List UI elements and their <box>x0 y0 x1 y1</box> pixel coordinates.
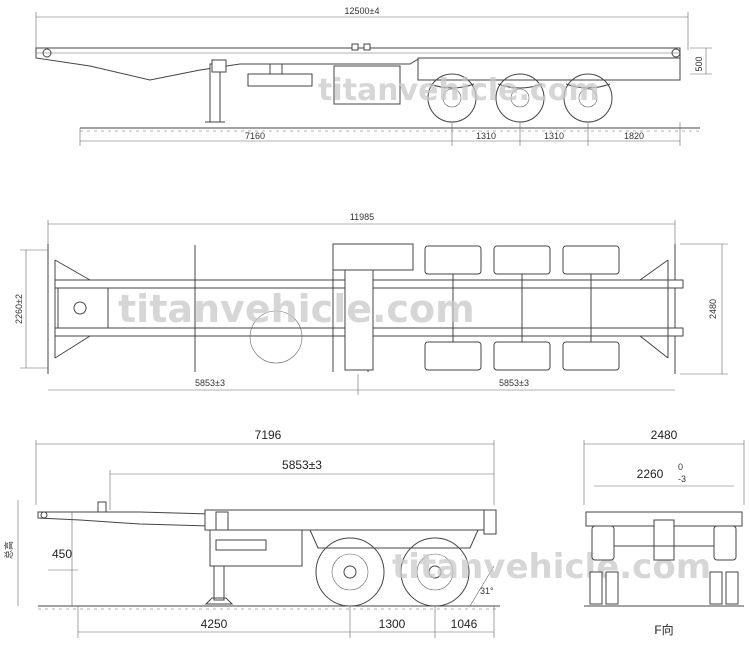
overall-length-label: 12500±4 <box>345 6 380 16</box>
plan-view: 11985 <box>14 212 728 395</box>
plan-width-label: 2480 <box>708 299 718 319</box>
dim-7160: 7160 <box>245 131 265 141</box>
bottom-pitch-label: 5853±3 <box>282 458 322 472</box>
watermark-top: titanvehicle.com <box>318 73 600 108</box>
bottom-dim-4250: 4250 <box>201 617 228 631</box>
watermark-plan: titanvehicle.com <box>118 287 475 331</box>
bottom-height-label: 总高 <box>3 541 14 559</box>
front-inner-width-tol-upper: 0 <box>678 462 683 472</box>
front-inner-width-label: 2260 <box>637 467 664 481</box>
front-view: 2480 2260 0 -3 F向 <box>583 428 745 637</box>
bottom-dim-1300: 1300 <box>379 617 406 631</box>
bottom-dim-1046: 1046 <box>451 617 478 631</box>
bottom-length-label: 7196 <box>255 428 282 442</box>
plan-inner-width-label: 2260±2 <box>14 294 24 324</box>
height-label: 500 <box>694 56 704 71</box>
plan-left-pitch-label: 5853±3 <box>195 378 225 388</box>
dim-1310-b: 1310 <box>544 131 564 141</box>
front-inner-width-tol-lower: -3 <box>678 474 686 484</box>
front-view-label: F向 <box>654 622 673 637</box>
plan-wheels <box>424 245 620 371</box>
dim-1310-a: 1310 <box>476 131 496 141</box>
dim-1820: 1820 <box>624 131 644 141</box>
bottom-angle-label: 31° <box>480 586 494 596</box>
bottom-kingpin-height-label: 450 <box>52 547 72 561</box>
side-view-top: 12500±4 500 <box>35 6 712 146</box>
plan-right-pitch-label: 5853±3 <box>499 378 529 388</box>
front-width-label: 2480 <box>651 428 678 442</box>
plan-length-label: 11985 <box>350 212 374 222</box>
